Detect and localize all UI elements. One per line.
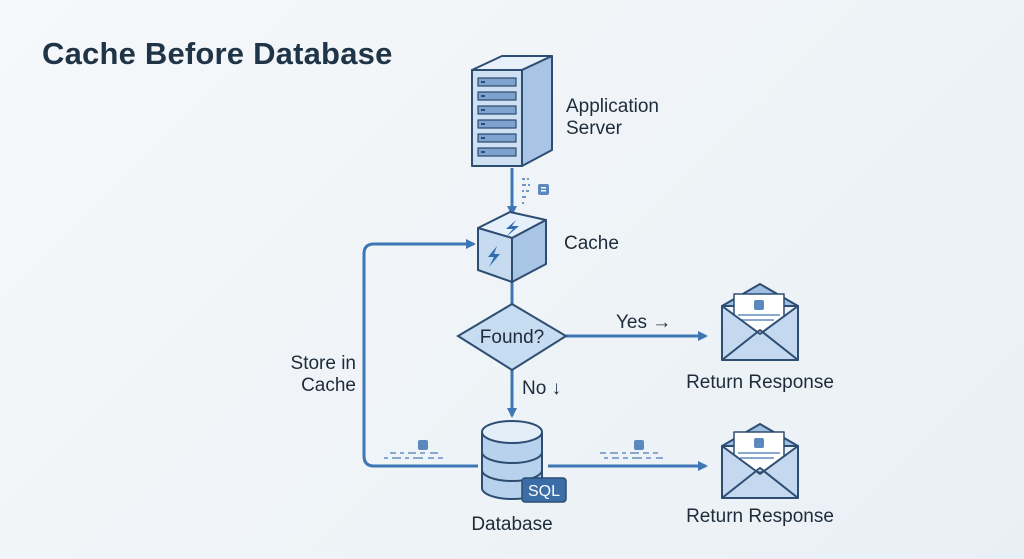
envelope-icon <box>721 423 799 499</box>
connectors <box>362 168 708 471</box>
envelope-icon <box>721 283 799 361</box>
store-in-cache-line2: Cache <box>301 375 356 396</box>
data-stream-server-cache <box>522 178 549 204</box>
no-label: No ↓ <box>522 378 562 399</box>
server-icon <box>471 55 553 167</box>
cache-label: Cache <box>564 233 619 254</box>
cache-icon <box>477 211 547 283</box>
store-in-cache-label: Store in Cache <box>270 353 356 397</box>
yes-label: Yes → <box>616 312 672 333</box>
page-title: Cache Before Database <box>42 36 393 71</box>
arrow-store-in-cache <box>362 239 478 468</box>
decision-diamond <box>456 302 568 372</box>
data-stream-response <box>600 440 663 459</box>
app-server-label-line1: Application <box>566 96 659 117</box>
sql-badge-label: SQL <box>528 483 560 500</box>
app-server-label: Application Server <box>566 96 659 140</box>
store-in-cache-line1: Store in <box>290 353 356 374</box>
return-response-label-bottom: Return Response <box>686 506 834 527</box>
database-label: Database <box>471 514 553 535</box>
app-server-label-line2: Server <box>566 118 622 139</box>
return-response-label-top: Return Response <box>686 372 834 393</box>
decision-label: Found? <box>480 327 544 348</box>
sql-badge <box>521 477 567 503</box>
data-stream-store <box>384 440 443 459</box>
